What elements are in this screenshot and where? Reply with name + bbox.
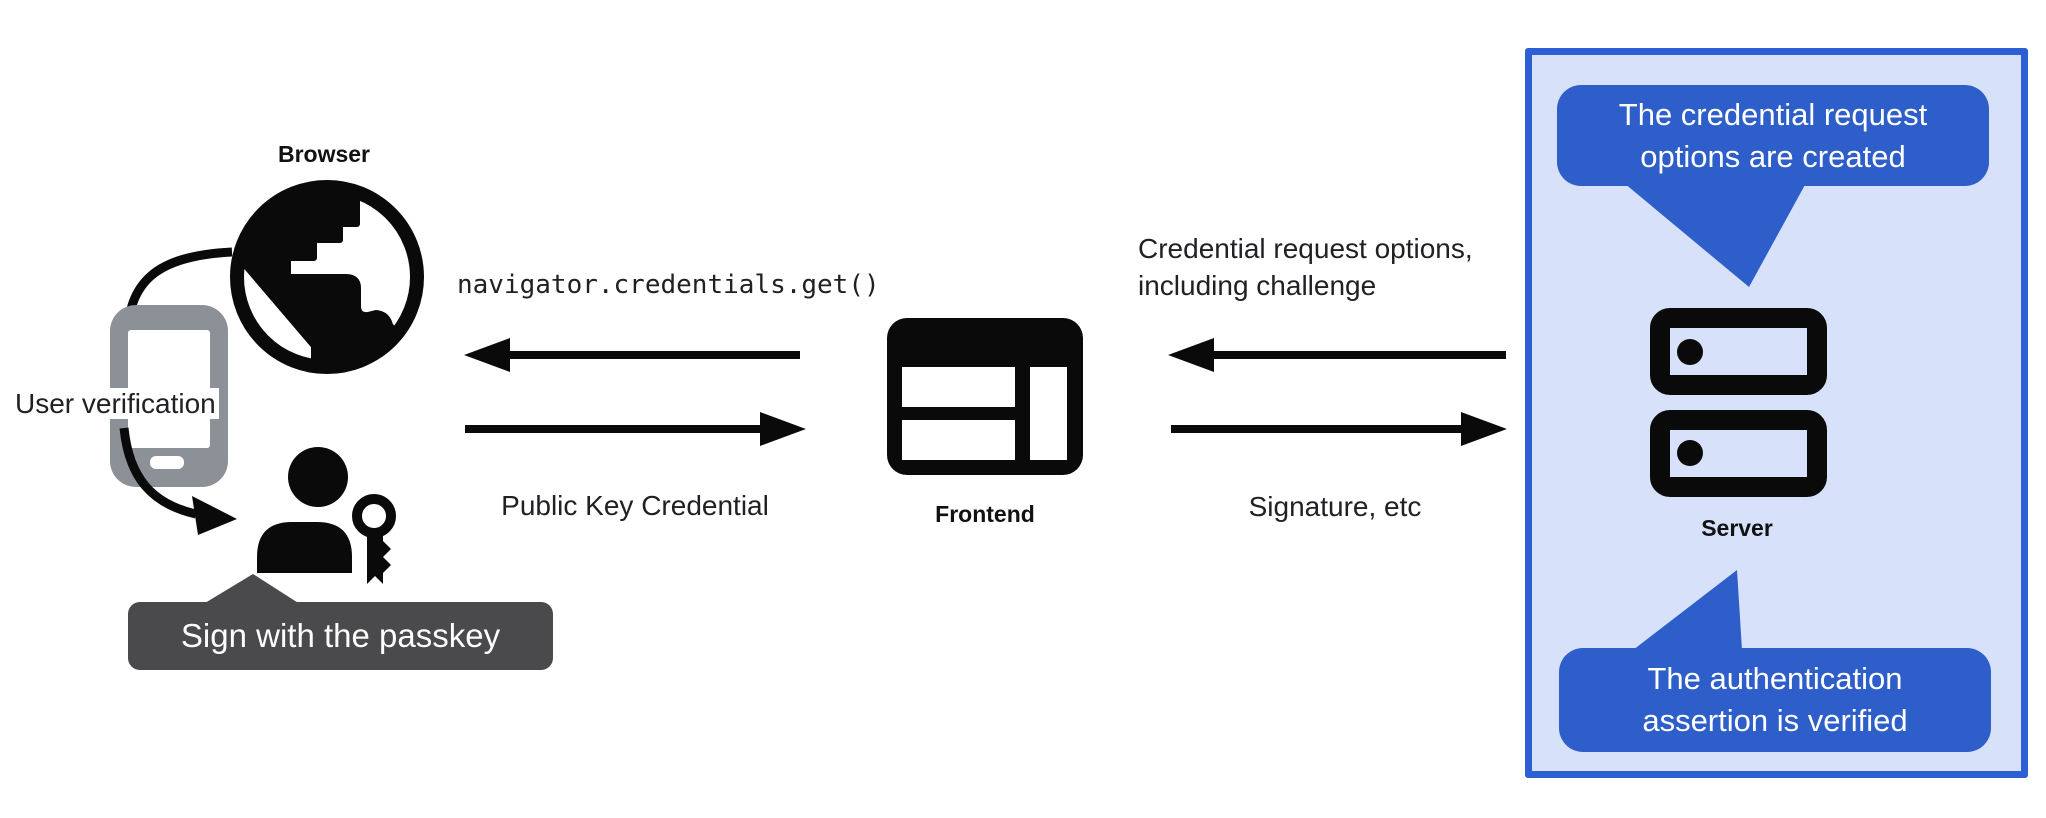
credential-request-options-label: Credential request options, including ch… [1138,230,1473,304]
bubble-bottom-line2: assertion is verified [1642,703,1908,738]
arrow-frontend-to-browser [464,338,800,372]
user-verification-label: User verification [12,385,219,422]
public-key-credential-label: Public Key Credential [501,490,769,521]
arrow-server-to-frontend [1168,338,1506,372]
bubble-assertion-verified: The authentication assertion is verified [1559,648,1991,752]
user-verification-text: User verification [12,388,219,419]
person-icon [257,447,352,573]
server-stack-icon [1650,308,1827,497]
arrow-phone-to-person [119,427,237,535]
bubble-top-line2: options are created [1640,138,1906,174]
credential-request-options-line1: Credential request options, [1138,233,1473,264]
bubble-credential-request-created: The credential request options are creat… [1557,85,1989,186]
credential-request-options-line2: including challenge [1138,270,1377,301]
passkey-tooltip: Sign with the passkey [128,602,553,670]
browser-window-icon [887,318,1083,475]
bubble-top-line1: The credential request [1618,96,1928,132]
server-label: Server [1701,515,1773,541]
navigator-credentials-get-code: navigator.credentials.get() [457,270,880,300]
frontend-label: Frontend [935,501,1035,527]
arrow-browser-to-frontend [465,412,806,446]
browser-label: Browser [277,141,371,167]
passkey-tooltip-pointer [200,574,303,606]
arrow-frontend-to-server [1171,412,1507,446]
signature-label: Signature, etc [1248,491,1422,522]
globe-icon [230,180,424,374]
bubble-bottom-line1: The authentication [1647,661,1903,696]
passkey-tooltip-text: Sign with the passkey [180,617,501,654]
key-icon [348,490,400,589]
bubble-top-tail [1624,183,1806,287]
bubble-bottom-tail [1633,570,1742,650]
